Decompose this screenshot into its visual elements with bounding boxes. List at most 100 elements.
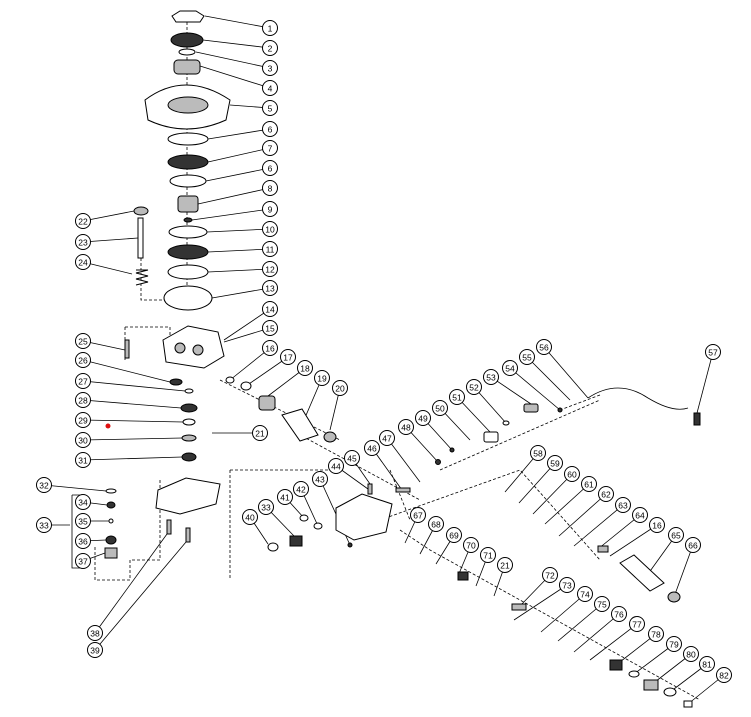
callout-51: 51: [449, 389, 465, 405]
callout-circle: [611, 606, 627, 622]
callout-number: 62: [601, 490, 611, 500]
callout-circle: [87, 642, 103, 658]
callout-number: 18: [300, 364, 310, 374]
callout-leader-line: [589, 623, 638, 661]
callout-leader-line: [202, 39, 271, 49]
callout-number: 11: [266, 245, 275, 255]
callout-circle: [480, 547, 496, 563]
callout-leader-line: [207, 248, 271, 253]
callout-29: 29: [75, 412, 91, 428]
callout-circle: [262, 280, 278, 296]
callout-number: 33: [39, 521, 49, 531]
callout-circle: [502, 360, 518, 376]
callout-number: 76: [614, 610, 624, 620]
callout-21: 21: [497, 557, 513, 573]
callout-leader-line: [206, 228, 271, 233]
part-ring-30: [181, 434, 197, 442]
callout-leader-line: [204, 15, 271, 29]
callout-24: 24: [75, 254, 91, 270]
callout-leader-line: [199, 65, 271, 89]
callout-leader-line: [43, 484, 107, 492]
part-oring-42: [313, 522, 323, 530]
callout-circle: [75, 432, 91, 448]
callout-circle: [75, 412, 91, 428]
callout-number: 19: [317, 374, 327, 384]
callout-circle: [262, 221, 278, 237]
part-thrust-washer-top: [167, 132, 209, 146]
callout-number: 29: [78, 416, 88, 426]
part-cap-22: [133, 206, 149, 216]
callout-leader-line: [386, 437, 421, 483]
callout-61: 61: [581, 476, 597, 492]
callout-leader-line: [197, 187, 271, 205]
callout-number: 67: [413, 511, 423, 521]
callout-number: 54: [505, 364, 515, 374]
part-shaft: [177, 195, 199, 213]
callout-circle: [293, 481, 309, 497]
callout-circle: [262, 40, 278, 56]
callout-number: 16: [652, 521, 662, 531]
callout-circle: [344, 450, 360, 466]
callout-number: 49: [418, 414, 428, 424]
callout-circle: [312, 471, 328, 487]
callout-circle: [668, 527, 684, 543]
callout-leader-line: [207, 128, 271, 140]
callout-73: 73: [559, 577, 575, 593]
callout-leader-line: [513, 584, 568, 621]
callout-63: 63: [615, 497, 631, 513]
callout-leader-line: [82, 399, 182, 409]
callout-50: 50: [432, 400, 448, 416]
callout-32: 32: [36, 477, 52, 493]
callout-number: 66: [688, 541, 698, 551]
callout-circle: [252, 425, 268, 441]
red-marker-dot: [105, 423, 111, 429]
callout-circle: [36, 517, 52, 533]
callout-circle: [699, 656, 715, 672]
callout-leader-line: [229, 347, 271, 381]
part-cap-81: [663, 687, 677, 697]
callout-circle: [332, 380, 348, 396]
callout-number: 52: [469, 383, 479, 393]
part-cylinder-65: [619, 554, 665, 592]
callout-number: 77: [632, 620, 642, 630]
callout-number: 60: [567, 470, 577, 480]
callout-3: 3: [262, 60, 278, 76]
callout-37: 37: [75, 553, 91, 569]
callout-number: 56: [539, 343, 549, 353]
callout-49: 49: [415, 410, 431, 426]
callout-number: 23: [78, 238, 88, 248]
callout-labels: 1234567689101112131415161718192021222324…: [36, 20, 732, 683]
part-cap-66: [667, 591, 681, 603]
callout-number: 20: [335, 384, 345, 394]
callout-16: 16: [649, 517, 665, 533]
callout-number: 1: [268, 24, 273, 34]
callout-79: 79: [666, 636, 682, 652]
callout-33: 33: [258, 499, 274, 515]
part-ring-17: [240, 381, 252, 391]
callout-circle: [262, 180, 278, 196]
callout-number: 6: [268, 164, 273, 174]
callout-circle: [463, 537, 479, 553]
callout-circle: [705, 344, 721, 360]
part-ball-35: [108, 518, 114, 524]
callout-number: 32: [39, 481, 49, 491]
part-washer-10: [168, 225, 208, 239]
callout-4: 4: [262, 80, 278, 96]
callout-number: 15: [265, 324, 275, 334]
dashed-assembly-line: [559, 394, 601, 411]
part-plug-34: [106, 501, 116, 509]
callout-57: 57: [705, 344, 721, 360]
callout-number: 65: [671, 531, 681, 541]
callout-circle: [497, 557, 513, 573]
callout-55: 55: [519, 349, 535, 365]
callout-40: 40: [242, 509, 258, 525]
callout-number: 39: [90, 646, 100, 656]
part-ball-49: [449, 447, 455, 453]
part-nut-33: [289, 535, 303, 547]
callout-circle: [75, 254, 91, 270]
callout-28: 28: [75, 392, 91, 408]
callout-circle: [262, 121, 278, 137]
callout-number: 38: [90, 629, 100, 639]
callout-circle: [483, 369, 499, 385]
part-dot-54: [557, 407, 563, 413]
